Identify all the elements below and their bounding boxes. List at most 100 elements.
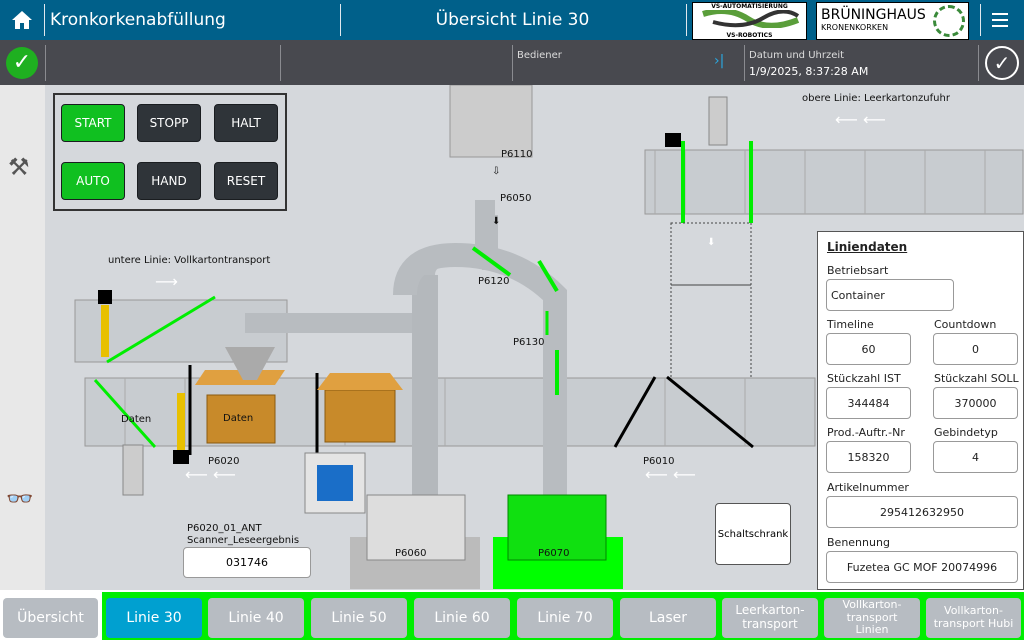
nav-linie-70[interactable]: Linie 70 [517, 598, 613, 638]
artikel-field: 295412632950 [826, 496, 1018, 528]
reset-button[interactable]: RESET [214, 162, 278, 200]
nav-linie-30[interactable]: Linie 30 [106, 598, 202, 638]
diagram-shape: ⟶ [155, 272, 178, 291]
acknowledge-button[interactable]: ✓ [985, 46, 1019, 80]
menu-button[interactable] [992, 13, 1008, 27]
soll-field: 370000 [933, 387, 1018, 419]
glasses-icon[interactable]: 👓 [6, 487, 34, 512]
control-cabinet-button[interactable]: Schaltschrank [715, 503, 791, 565]
upper-conveyor [644, 149, 1024, 215]
diagram-shape [537, 259, 559, 293]
soll-label: Stückzahl SOLL [934, 372, 1019, 385]
vs-logo: VS-AUTOMATISIERUNG VS-ROBOTICS [692, 2, 807, 40]
diagram-label: P6020 [208, 456, 239, 467]
stopp-button[interactable]: STOPP [137, 104, 201, 142]
diagram-shape: ⬇ [492, 216, 500, 227]
nav-laser[interactable]: Laser [620, 598, 716, 638]
menu-icon [992, 13, 1008, 27]
countdown-field: 0 [933, 333, 1018, 365]
home-icon [12, 11, 32, 29]
diagram-label: P6050 [500, 193, 531, 204]
lower-line-label: untere Linie: Vollkartontransport [108, 255, 270, 266]
diagram-shape [122, 444, 144, 496]
header-bar: Kronkorkenabfüllung Übersicht Linie 30 V… [0, 0, 1024, 40]
scanner-title: P6020_01_ANT [187, 523, 263, 534]
diagram-shape [12, 11, 32, 29]
dosing-unit [449, 85, 533, 158]
diagram-shape [324, 389, 396, 443]
nav-leerkarton-transport[interactable]: Leerkarton-transport [722, 598, 818, 638]
app-title: Kronkorkenabfüllung [50, 10, 226, 30]
auto-button[interactable]: AUTO [61, 162, 125, 200]
artikel-label: Artikelnummer [827, 481, 909, 494]
diagram-shape: ⟵ ⟵ [835, 110, 886, 129]
diagram-shape [702, 7, 800, 29]
operator-label: Bediener [517, 50, 562, 61]
diagram-shape: ⟵ ⟵ [645, 465, 696, 484]
diagram-shape [507, 494, 607, 561]
home-button[interactable] [10, 9, 34, 31]
diagram-shape [106, 295, 216, 364]
diagram-shape [613, 376, 657, 448]
diagram-shape [317, 465, 353, 501]
line-data-title: Liniendaten [827, 240, 908, 254]
benennung-label: Benennung [827, 536, 890, 549]
diagram-shape [101, 305, 109, 357]
scanner-title: Scanner_Leseergebnis [187, 535, 299, 546]
screen-title: Übersicht Linie 30 [435, 10, 590, 30]
diagram-shape: ⟵ ⟵ [185, 465, 236, 484]
diagram-shape [317, 373, 403, 390]
hand-button[interactable]: HAND [137, 162, 201, 200]
diagram-shape [708, 96, 728, 146]
line-data-panel: Liniendaten Betriebsart Container Timeli… [817, 231, 1024, 590]
diagram-shape [173, 450, 189, 464]
daten-label: Daten [223, 413, 253, 424]
nav-linie-40[interactable]: Linie 40 [208, 598, 304, 638]
sidebar: ⚒ 👓 [0, 85, 45, 590]
diagram-label: P6060 [395, 548, 426, 559]
logo-text: VS-AUTOMATISIERUNG [711, 3, 788, 10]
diagram-label: P6010 [643, 456, 674, 467]
halt-button[interactable]: HALT [214, 104, 278, 142]
benennung-field: Fuzetea GC MOF 20074996 [826, 551, 1018, 583]
betriebsart-label: Betriebsart [827, 264, 889, 277]
scanner-result-field: 031746 [183, 547, 311, 578]
start-button[interactable]: START [61, 104, 125, 142]
timeline-field: 60 [826, 333, 911, 365]
diagram-label: P6120 [478, 276, 509, 287]
lower-conveyor [84, 377, 816, 447]
nav-uebersicht[interactable]: Übersicht [3, 598, 98, 638]
betriebsart-field: Container [826, 279, 954, 311]
diagram-shape [206, 394, 276, 444]
logo-text: KRONENKORKEN [821, 23, 889, 32]
diagram-label: P6130 [513, 337, 544, 348]
gebinde-label: Gebindetyp [934, 426, 998, 439]
status-bar: ✓ Bediener ›| Datum und Uhrzeit 1/9/2025… [0, 40, 1024, 85]
auftrag-label: Prod.-Auftr.-Nr [827, 426, 905, 439]
datetime-label: Datum und Uhrzeit [749, 50, 845, 61]
ist-field: 344484 [826, 387, 911, 419]
nav-linie-60[interactable]: Linie 60 [414, 598, 510, 638]
brueninghaus-logo: BRÜNINGHAUS KRONENKORKEN [816, 2, 969, 40]
nav-vollkarton-transport-linien[interactable]: Vollkarton-transport Linien [824, 598, 920, 638]
tools-settings-icon[interactable]: ⚒ [8, 153, 30, 181]
elevator-shaft [670, 222, 752, 379]
process-diagram: ⬇ obere Linie: Leerkartonzufuhr ⟵ ⟵ unte… [74, 85, 1024, 589]
daten-label: Daten [121, 414, 151, 425]
nav-linie-50[interactable]: Linie 50 [311, 598, 407, 638]
logo-text: VS-ROBOTICS [726, 32, 773, 39]
nav-vollkarton-transport-hubi[interactable]: Vollkarton-transport Hubi [926, 598, 1021, 638]
diagram-shape [366, 494, 466, 561]
datetime-value: 1/9/2025, 8:37:28 AM [749, 65, 869, 78]
auftrag-field: 158320 [826, 441, 911, 473]
diagram-shape: ⬇ [707, 237, 715, 248]
diagram-shape [177, 393, 185, 451]
ist-label: Stückzahl IST [827, 372, 901, 385]
upper-line-label: obere Linie: Leerkartonzufuhr [802, 93, 951, 104]
diagram-shape [393, 242, 567, 505]
ok-status-icon[interactable]: ✓ [6, 47, 38, 79]
logout-icon[interactable]: ›| [714, 53, 725, 69]
diagram-shape [471, 246, 512, 277]
bottom-nav: Übersicht Linie 30 Linie 40 Linie 50 Lin… [0, 590, 1024, 640]
diagram-shape: ⇩ [492, 166, 500, 177]
